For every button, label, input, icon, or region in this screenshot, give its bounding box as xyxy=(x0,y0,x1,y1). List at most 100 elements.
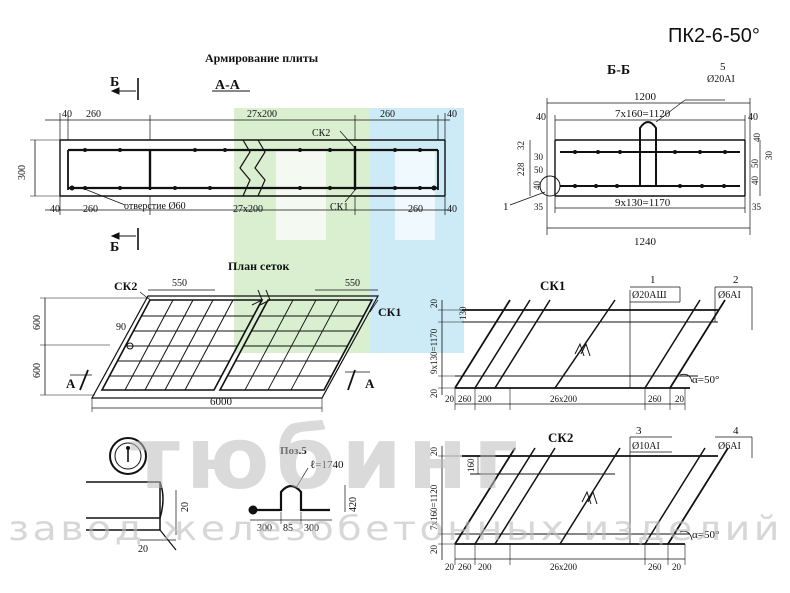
sk1-left-dim-span: 9х130=1170 xyxy=(429,328,439,374)
plan-dim-550-left: 550 xyxy=(172,278,187,289)
sk2-bottom-dim-260: 260 xyxy=(458,562,472,572)
sk2-left-dim-span: 7х160=1120 xyxy=(429,484,439,530)
sk1-left-dim-130: 130 xyxy=(458,306,468,320)
aa-mesh-bottom-label: СК1 xyxy=(330,202,348,213)
bb-dim-overall-bottom: 1240 xyxy=(634,236,657,248)
detail-edge xyxy=(86,437,177,551)
aa-mesh-top-label: СК2 xyxy=(312,128,330,139)
bb-dim-bottom-inner: 9х130=1170 xyxy=(615,197,671,209)
bb-dim-right-40b: 40 xyxy=(750,176,760,186)
section-mark-bottom: Б xyxy=(110,240,119,255)
sk2-bottom-dim-span: 26х200 xyxy=(550,562,578,572)
sk1-bottom-dim-200: 200 xyxy=(478,394,492,404)
sk1-left-dim-20-bottom: 20 xyxy=(429,389,439,399)
pos5-height: 420 xyxy=(348,497,359,512)
sk1-pos1-bar: Ø20АШ xyxy=(632,290,667,301)
plan-dim-length: 6000 xyxy=(210,396,233,408)
sk2-bottom-dim-260-right: 260 xyxy=(648,562,662,572)
bb-side-40-right: 40 xyxy=(748,112,758,123)
bb-dim-right-40: 40 xyxy=(752,133,762,143)
sk1-bottom-dim-20-right: 20 xyxy=(675,394,685,404)
sk2-left-dim-160: 160 xyxy=(466,458,476,472)
section-aa xyxy=(30,78,450,250)
bb-dim-right-30: 30 xyxy=(764,151,774,161)
sk2-bottom-dim-20-left: 20 xyxy=(445,562,455,572)
aa-dim-height: 300 xyxy=(17,165,28,180)
bb-pos5-number: 5 xyxy=(720,61,726,73)
sk2-pos4-number: 4 xyxy=(733,425,739,437)
plan-dim-550-right: 550 xyxy=(345,278,360,289)
sk2-bottom-dim-20-right: 20 xyxy=(672,562,682,572)
section-bb-rebar-dots xyxy=(573,150,727,188)
sk2-left-dim-20-top: 20 xyxy=(429,447,439,457)
aa-dim-bottom-260-right: 260 xyxy=(408,204,423,215)
aa-dim-top-260-left: 260 xyxy=(86,109,101,120)
section-aa-label: А-А xyxy=(215,78,241,93)
section-mark-top: Б xyxy=(110,75,119,90)
sk1-pos2-bar: Ø6АI xyxy=(718,290,741,301)
aa-dim-bottom-260-left: 260 xyxy=(83,204,98,215)
sk2-left-dim-20-bottom: 20 xyxy=(429,545,439,555)
bb-dim-left-40: 40 xyxy=(532,181,542,191)
plan-section-a-right: А xyxy=(365,376,375,391)
aa-dim-top-40-right: 40 xyxy=(447,109,457,120)
bb-dim-overall-top: 1200 xyxy=(634,91,657,103)
title-reinforcement: Армирование плиты xyxy=(205,51,319,65)
bb-dim-left-50: 50 xyxy=(534,165,544,175)
aa-dim-bottom-span: 27х200 xyxy=(233,204,263,215)
mesh-sk2 xyxy=(438,436,753,565)
plan-mesh-sk2-label: СК2 xyxy=(114,279,137,293)
detail-dim-20-horizontal: 20 xyxy=(138,544,148,555)
plan-section-a-left: А xyxy=(66,376,76,391)
section-aa-rebar-dots xyxy=(69,148,437,191)
aa-dim-top-span: 27х200 xyxy=(247,109,277,120)
sk1-pos2-number: 2 xyxy=(733,274,739,286)
plan-mesh-sk1-label: СК1 xyxy=(378,305,401,319)
pos5-bar xyxy=(248,467,346,524)
sk2-bottom-dim-200: 200 xyxy=(478,562,492,572)
sk1-bottom-dim-span: 26х200 xyxy=(550,394,578,404)
plan-dim-90: 90 xyxy=(116,322,126,333)
sk1-left-dim-20-top: 20 xyxy=(429,299,439,309)
pos5-dim-85: 85 xyxy=(283,523,293,534)
bb-side-40-left: 40 xyxy=(536,112,546,123)
mesh-sk1 xyxy=(438,286,753,410)
bb-dim-left-32: 32 xyxy=(516,141,526,150)
bb-pos5-bar: Ø20АI xyxy=(707,74,735,85)
bb-dim-left-35: 35 xyxy=(534,202,544,212)
detail-dim-20-vertical: 20 xyxy=(180,502,191,512)
sk2-angle: α=50° xyxy=(692,529,719,541)
bb-dim-right-50: 50 xyxy=(750,159,760,169)
plan-dim-600-top: 600 xyxy=(32,315,43,330)
sk1-bottom-dim-20-left: 20 xyxy=(445,394,455,404)
watermark-brand: тюбинг xyxy=(130,409,524,509)
aa-dim-top-40-left: 40 xyxy=(62,109,72,120)
sk2-pos3-number: 3 xyxy=(636,425,642,437)
sk1-pos1-number: 1 xyxy=(650,274,656,286)
pos5-title: Поз.5 xyxy=(280,445,307,457)
bb-pos1-label: 1 xyxy=(503,201,509,213)
title-mesh-plan: План сеток xyxy=(228,259,290,273)
watermark-logo xyxy=(234,108,464,353)
pos5-length: ℓ=1740 xyxy=(310,459,344,471)
drawing-code: ПК2-6-50° xyxy=(668,25,760,47)
sk2-pos3-bar: Ø10АI xyxy=(632,441,660,452)
watermark-tagline: завод железобетонных изделий xyxy=(8,509,783,549)
bb-dim-inner-top: 7х160=1120 xyxy=(615,108,671,120)
sk1-bottom-dim-260: 260 xyxy=(458,394,472,404)
sk1-bottom-dim-260-right: 260 xyxy=(648,394,662,404)
sk1-angle: α=50° xyxy=(692,374,719,386)
sk1-title: СК1 xyxy=(540,278,565,293)
section-bb-label: Б-Б xyxy=(607,63,630,78)
sk2-pos4-bar: Ø6АI xyxy=(718,441,741,452)
mesh-plan xyxy=(40,289,380,412)
pos5-dim-300-left: 300 xyxy=(257,523,272,534)
bb-dim-left-30: 30 xyxy=(534,152,544,162)
bb-dim-right-35: 35 xyxy=(752,202,762,212)
pos5-dim-300-right: 300 xyxy=(304,523,319,534)
aa-dim-bottom-40-left: 40 xyxy=(50,204,60,215)
aa-dim-top-260-right: 260 xyxy=(380,109,395,120)
sk2-title: СК2 xyxy=(548,430,573,445)
bb-dim-left-228: 228 xyxy=(516,162,526,176)
